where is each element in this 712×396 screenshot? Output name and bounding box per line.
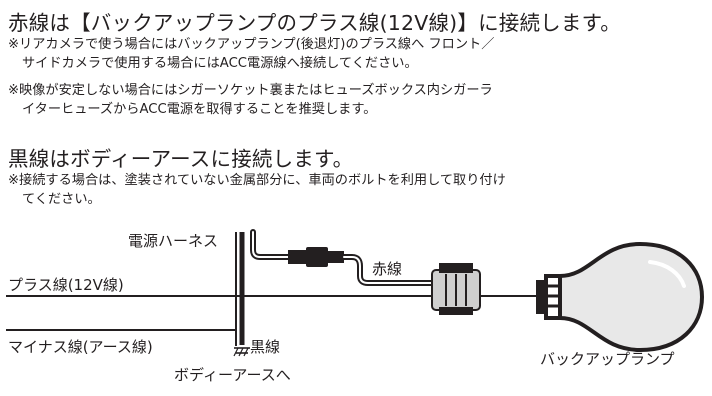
tap-connector [431, 263, 481, 315]
red-wire-heading: 赤線は【バックアップランプのプラス線(12V線)】に接続します。 [8, 11, 621, 35]
black-wire-label: 黒線 [250, 338, 281, 356]
backup-lamp-icon [536, 241, 705, 353]
body-ground-label: ボディーアースへ [174, 366, 291, 384]
note-acc-line2: イターヒューズからACC電源を取得することを推奨します。 [22, 102, 377, 117]
backup-lamp-label: バックアップランプ [540, 350, 675, 368]
harness-label: 電源ハーネス [128, 232, 219, 250]
note-rear-camera-line2: サイドカメラで使用する場合にはACC電源線へ接続してください。 [22, 56, 418, 71]
plus-wire-label: プラス線(12V線) [8, 276, 124, 294]
red-wire [250, 229, 291, 260]
note-ground-line2: てください。 [22, 192, 101, 207]
red-wire-segment-2 [341, 254, 435, 286]
minus-wire-label: マイナス線(アース線) [8, 338, 153, 356]
note-rear-camera-line1: ※リアカメラで使う場合にはバックアップランプ(後退灯)のプラス線へ フロント／ [8, 37, 495, 52]
note-ground-line1: ※接続する場合は、塗装されていない金属部分に、車両のボルトを利用して取り付け [8, 173, 506, 188]
fuse-holder [288, 247, 344, 267]
note-acc-line1: ※映像が安定しない場合にはシガーソケット裏またはヒューズボックス内シガーラ [8, 83, 493, 98]
red-wire-label: 赤線 [372, 260, 403, 278]
black-wire-heading: 黒線はボディーアースに接続します。 [8, 147, 354, 171]
ground-symbol-icon [233, 347, 250, 357]
